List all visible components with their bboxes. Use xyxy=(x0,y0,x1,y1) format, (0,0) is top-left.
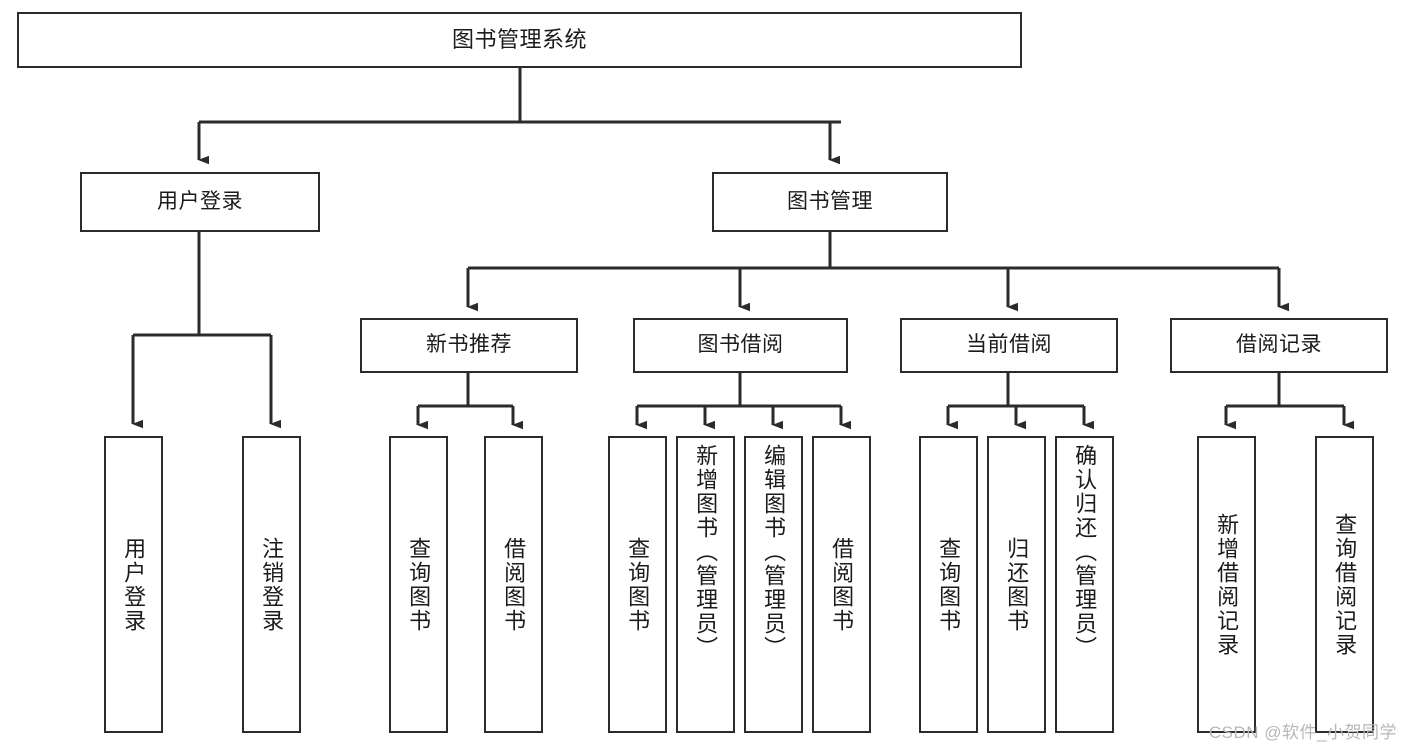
node-leaf-query-book-2[interactable]: 查询图书 xyxy=(608,436,667,733)
node-leaf-add-record-label: 新增借阅记录 xyxy=(1214,512,1240,657)
node-root[interactable]: 图书管理系统 xyxy=(17,12,1022,68)
node-current-borrow-label: 当前借阅 xyxy=(966,333,1052,357)
node-book-manage-label: 图书管理 xyxy=(787,189,873,213)
node-leaf-edit-book[interactable]: 编辑图书（管理员） xyxy=(744,436,803,733)
node-leaf-logout-login[interactable]: 注销登录 xyxy=(242,436,301,733)
node-leaf-edit-book-label: 编辑图书（管理员） xyxy=(761,444,787,660)
node-user-login-label: 用户登录 xyxy=(157,189,243,213)
node-leaf-query-record[interactable]: 查询借阅记录 xyxy=(1315,436,1374,733)
node-leaf-query-book-3[interactable]: 查询图书 xyxy=(919,436,978,733)
node-book-borrow[interactable]: 图书借阅 xyxy=(633,318,848,373)
node-leaf-add-record[interactable]: 新增借阅记录 xyxy=(1197,436,1256,733)
node-new-book-rec-label: 新书推荐 xyxy=(426,333,512,357)
node-leaf-confirm-return[interactable]: 确认归还（管理员） xyxy=(1055,436,1114,733)
node-book-borrow-label: 图书借阅 xyxy=(697,333,784,357)
node-current-borrow[interactable]: 当前借阅 xyxy=(900,318,1118,373)
node-leaf-return-book-label: 归还图书 xyxy=(1004,536,1030,633)
csdn-watermark: CSDN @软件_小贺同学 xyxy=(1208,723,1397,742)
node-leaf-query-book-3-label: 查询图书 xyxy=(936,536,962,633)
node-leaf-query-book-2-label: 查询图书 xyxy=(625,536,651,633)
node-leaf-borrow-book-2-label: 借阅图书 xyxy=(829,536,855,633)
node-leaf-logout-login-label: 注销登录 xyxy=(259,536,285,633)
node-leaf-add-book[interactable]: 新增图书（管理员） xyxy=(676,436,735,733)
node-new-book-rec[interactable]: 新书推荐 xyxy=(360,318,578,373)
node-leaf-borrow-book-2[interactable]: 借阅图书 xyxy=(812,436,871,733)
node-leaf-query-book-1-label: 查询图书 xyxy=(406,536,432,633)
node-leaf-borrow-book-1-label: 借阅图书 xyxy=(501,536,527,633)
node-borrow-record-label: 借阅记录 xyxy=(1236,333,1322,357)
node-user-login[interactable]: 用户登录 xyxy=(80,172,320,232)
node-root-label: 图书管理系统 xyxy=(451,27,587,53)
node-leaf-add-book-label: 新增图书（管理员） xyxy=(693,444,719,660)
node-book-manage[interactable]: 图书管理 xyxy=(712,172,948,232)
node-borrow-record[interactable]: 借阅记录 xyxy=(1170,318,1388,373)
node-leaf-return-book[interactable]: 归还图书 xyxy=(987,436,1046,733)
node-leaf-user-login[interactable]: 用户登录 xyxy=(104,436,163,733)
node-leaf-query-record-label: 查询借阅记录 xyxy=(1332,512,1358,657)
node-leaf-borrow-book-1[interactable]: 借阅图书 xyxy=(484,436,543,733)
node-leaf-query-book-1[interactable]: 查询图书 xyxy=(389,436,448,733)
node-leaf-user-login-label: 用户登录 xyxy=(121,536,147,633)
node-leaf-confirm-return-label: 确认归还（管理员） xyxy=(1072,444,1098,660)
